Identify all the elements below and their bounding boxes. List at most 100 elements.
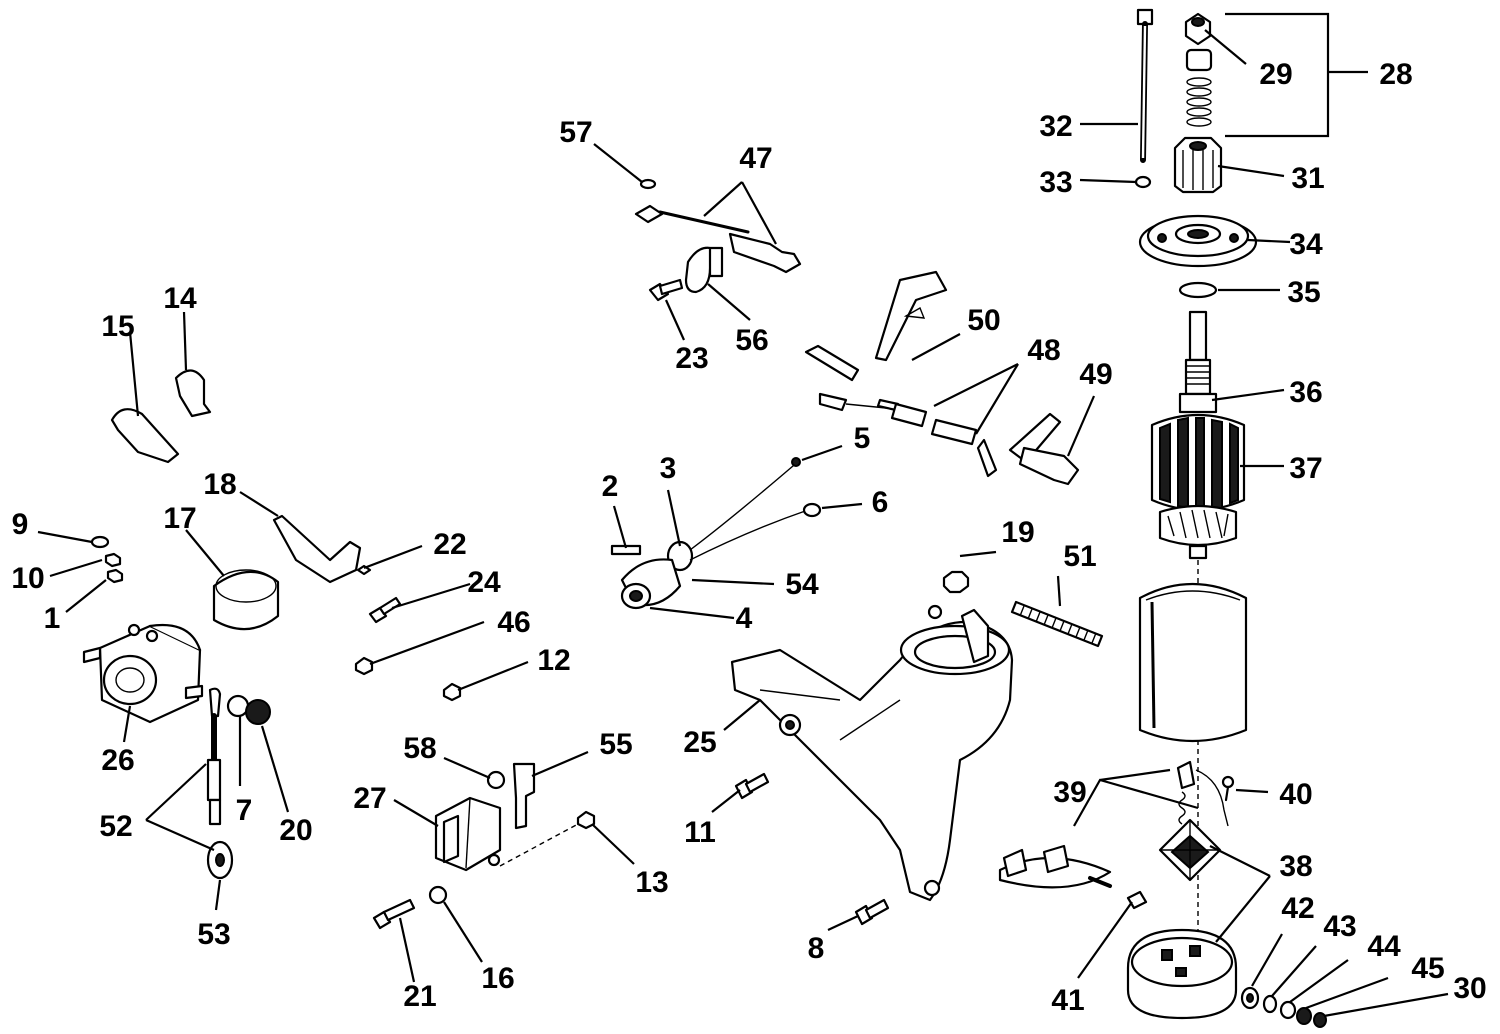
callout-25: 25 [683, 726, 716, 759]
callout-12: 12 [537, 644, 570, 677]
callout-19: 19 [1001, 516, 1034, 549]
part-pinion-gear [1173, 136, 1223, 194]
callout-2: 2 [602, 470, 619, 503]
part-clamp-14 [174, 369, 212, 418]
part-commutator-end-cap [1126, 928, 1238, 1020]
callout-24: 24 [467, 566, 501, 599]
callout-45: 45 [1411, 952, 1444, 985]
callout-13: 13 [635, 866, 668, 899]
callout-34: 34 [1289, 228, 1323, 261]
callout-23: 23 [675, 342, 708, 375]
part-screw-24 [368, 596, 402, 624]
callout-56: 56 [735, 324, 768, 357]
part-washer-57 [639, 178, 657, 190]
bracket-28 [1225, 12, 1330, 138]
callout-9: 9 [12, 508, 29, 541]
callout-17: 17 [163, 502, 196, 535]
part-nut-13 [576, 810, 596, 830]
part-through-bolt [1136, 8, 1154, 163]
callout-55: 55 [599, 728, 632, 761]
part-clip-56 [684, 246, 724, 294]
callout-30: 30 [1453, 972, 1486, 1005]
part-nut-1 [106, 568, 124, 584]
callout-44: 44 [1367, 930, 1401, 963]
part-washer-58 [486, 770, 506, 790]
callout-4: 4 [736, 602, 753, 635]
part-nut-12 [442, 682, 462, 702]
callout-32: 32 [1039, 110, 1072, 143]
part-drawings [82, 8, 1327, 1028]
callout-20: 20 [279, 814, 312, 847]
part-thrust-washer [1178, 281, 1218, 299]
part-screw-41 [1126, 890, 1148, 910]
part-screw-23 [648, 278, 684, 302]
callout-31: 31 [1291, 162, 1324, 195]
part-nut-20 [245, 699, 271, 725]
part-drive-end-cap [1138, 214, 1258, 268]
callout-6: 6 [872, 486, 889, 519]
callout-47: 47 [739, 142, 772, 175]
callout-38: 38 [1279, 850, 1312, 883]
callout-53: 53 [197, 918, 230, 951]
callout-11: 11 [684, 816, 716, 849]
part-small-washer [1134, 175, 1152, 189]
part-screw-21 [372, 898, 416, 930]
callout-8: 8 [808, 932, 825, 965]
callout-26: 26 [101, 744, 134, 777]
part-key-switch [610, 457, 822, 610]
callout-7: 7 [236, 794, 253, 827]
callout-43: 43 [1323, 910, 1356, 943]
callout-37: 37 [1289, 452, 1322, 485]
callout-labels: 1 2 3 4 5 6 7 8 9 10 11 12 13 14 15 16 1… [11, 58, 1486, 1017]
part-nut-10 [104, 552, 122, 568]
callout-49: 49 [1079, 358, 1112, 391]
callout-29: 29 [1259, 58, 1292, 91]
part-drive-nut [1184, 12, 1213, 127]
part-solenoid [82, 623, 204, 724]
callout-42: 42 [1281, 892, 1314, 925]
part-connectors-48 [818, 392, 998, 478]
part-terminal-hardware [1240, 986, 1327, 1028]
part-armature [1150, 413, 1246, 560]
callout-57: 57 [559, 116, 592, 149]
callout-39: 39 [1053, 776, 1086, 809]
part-bolt-11 [734, 772, 770, 800]
part-starter-frame [1138, 583, 1248, 743]
part-nut-46 [354, 656, 374, 676]
part-battery-cable [206, 687, 234, 880]
part-washer-9 [90, 535, 110, 549]
callout-41: 41 [1051, 984, 1084, 1017]
leader-lines [37, 12, 1449, 1018]
callout-3: 3 [660, 452, 677, 485]
callout-51: 51 [1063, 540, 1096, 573]
callout-18: 18 [203, 468, 236, 501]
part-clamp-15 [110, 408, 180, 464]
part-washer-16 [428, 885, 448, 905]
callout-27: 27 [353, 782, 386, 815]
callout-54: 54 [785, 568, 819, 601]
callout-1: 1 [44, 602, 61, 635]
part-leads-47 [634, 204, 802, 274]
part-brush-plate [998, 844, 1112, 889]
callout-16: 16 [481, 962, 514, 995]
part-rubber-ring [212, 569, 280, 631]
part-relay [434, 796, 502, 872]
callout-35: 35 [1287, 276, 1320, 309]
part-starter-bracket [730, 604, 1014, 902]
part-bolt-8 [854, 898, 890, 926]
callout-46: 46 [497, 606, 530, 639]
callout-48: 48 [1027, 334, 1060, 367]
part-brushes [1176, 760, 1235, 827]
part-washer-7 [226, 694, 250, 718]
part-armature-shaft [1178, 310, 1218, 414]
relay-centerline [499, 823, 579, 867]
part-terminal-bracket [512, 762, 536, 830]
part-mounting-strap [272, 514, 362, 584]
part-stud [1010, 600, 1104, 648]
callout-50: 50 [967, 304, 1000, 337]
callout-15: 15 [101, 310, 134, 343]
callout-5: 5 [854, 422, 871, 455]
callout-21: 21 [403, 980, 436, 1013]
part-harness-lever [804, 270, 948, 382]
